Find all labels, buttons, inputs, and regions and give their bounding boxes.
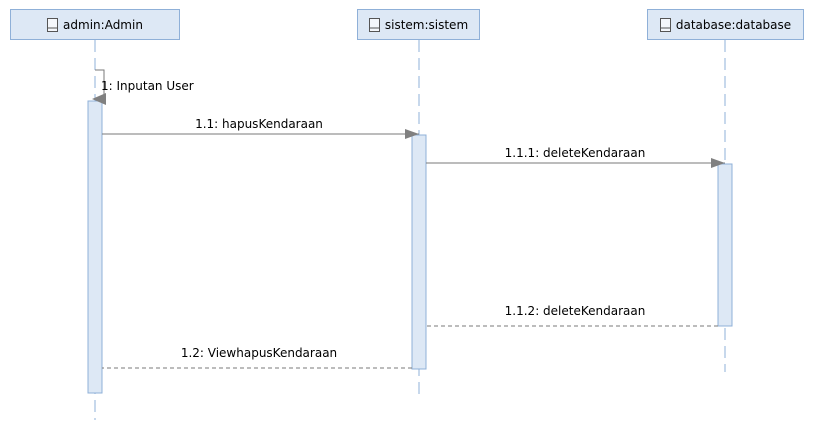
- class-icon: [368, 17, 380, 32]
- lifeline-sistem-label: sistem:sistem: [384, 17, 469, 32]
- message-label: 1.2: ViewhapusKendaraan: [181, 346, 337, 360]
- lifeline-admin-header[interactable]: admin:Admin: [10, 9, 180, 40]
- class-icon: [47, 17, 59, 32]
- lifeline-database-label: database:database: [675, 17, 792, 32]
- lifeline-admin-label: admin:Admin: [63, 17, 143, 32]
- message-label: 1.1.1: deleteKendaraan: [505, 146, 646, 160]
- class-icon: [659, 17, 671, 32]
- activation-database[interactable]: [717, 163, 733, 327]
- activation-admin[interactable]: [87, 100, 103, 394]
- message-label: 1.1.2: deleteKendaraan: [505, 304, 646, 318]
- message-label: 1.1: hapusKendaraan: [195, 117, 323, 131]
- lifeline-database-header[interactable]: database:database: [647, 9, 804, 40]
- activation-sistem[interactable]: [411, 134, 427, 370]
- message-label: 1: Inputan User: [101, 79, 194, 93]
- lifeline-sistem-header[interactable]: sistem:sistem: [357, 9, 480, 40]
- arrowhead-icon: [92, 93, 106, 105]
